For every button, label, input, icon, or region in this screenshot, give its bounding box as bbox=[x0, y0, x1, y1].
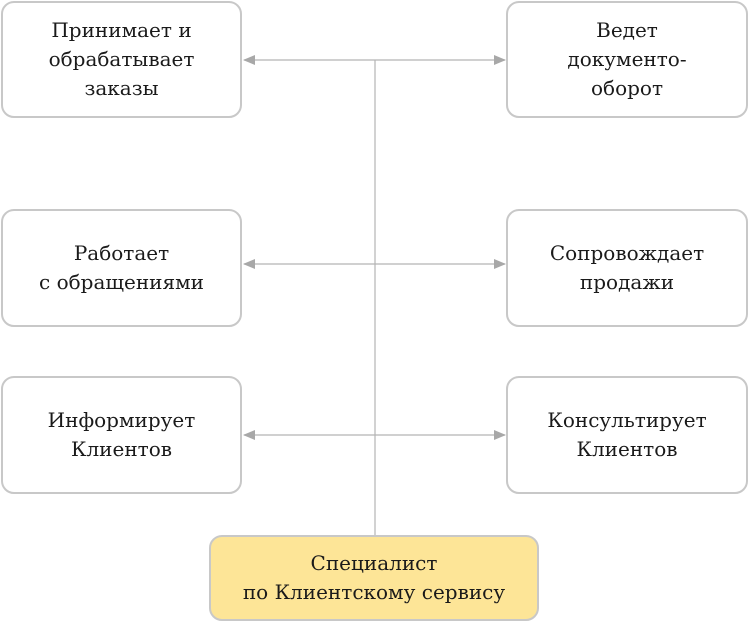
box-inform-clients-label: Информирует Клиентов bbox=[47, 408, 196, 461]
box-customer-service-specialist-label: Специалист по Клиентскому сервису bbox=[242, 551, 506, 604]
box-document-flow-label: Ведет документо- оборот bbox=[567, 18, 687, 100]
box-support-sales-label: Сопровождает продажи bbox=[549, 241, 705, 294]
box-support-sales: Сопровождает продажи bbox=[506, 209, 748, 327]
box-handle-requests: Работает с обращениями bbox=[1, 209, 242, 327]
box-process-orders: Принимает и обрабатывает заказы bbox=[1, 1, 242, 118]
box-consult-clients: Консультирует Клиентов bbox=[506, 376, 748, 494]
box-document-flow: Ведет документо- оборот bbox=[506, 1, 748, 118]
box-inform-clients: Информирует Клиентов bbox=[1, 376, 242, 494]
box-customer-service-specialist: Специалист по Клиентскому сервису bbox=[209, 535, 539, 621]
box-handle-requests-label: Работает с обращениями bbox=[39, 241, 204, 294]
box-consult-clients-label: Консультирует Клиентов bbox=[547, 408, 707, 461]
box-process-orders-label: Принимает и обрабатывает заказы bbox=[48, 18, 195, 100]
